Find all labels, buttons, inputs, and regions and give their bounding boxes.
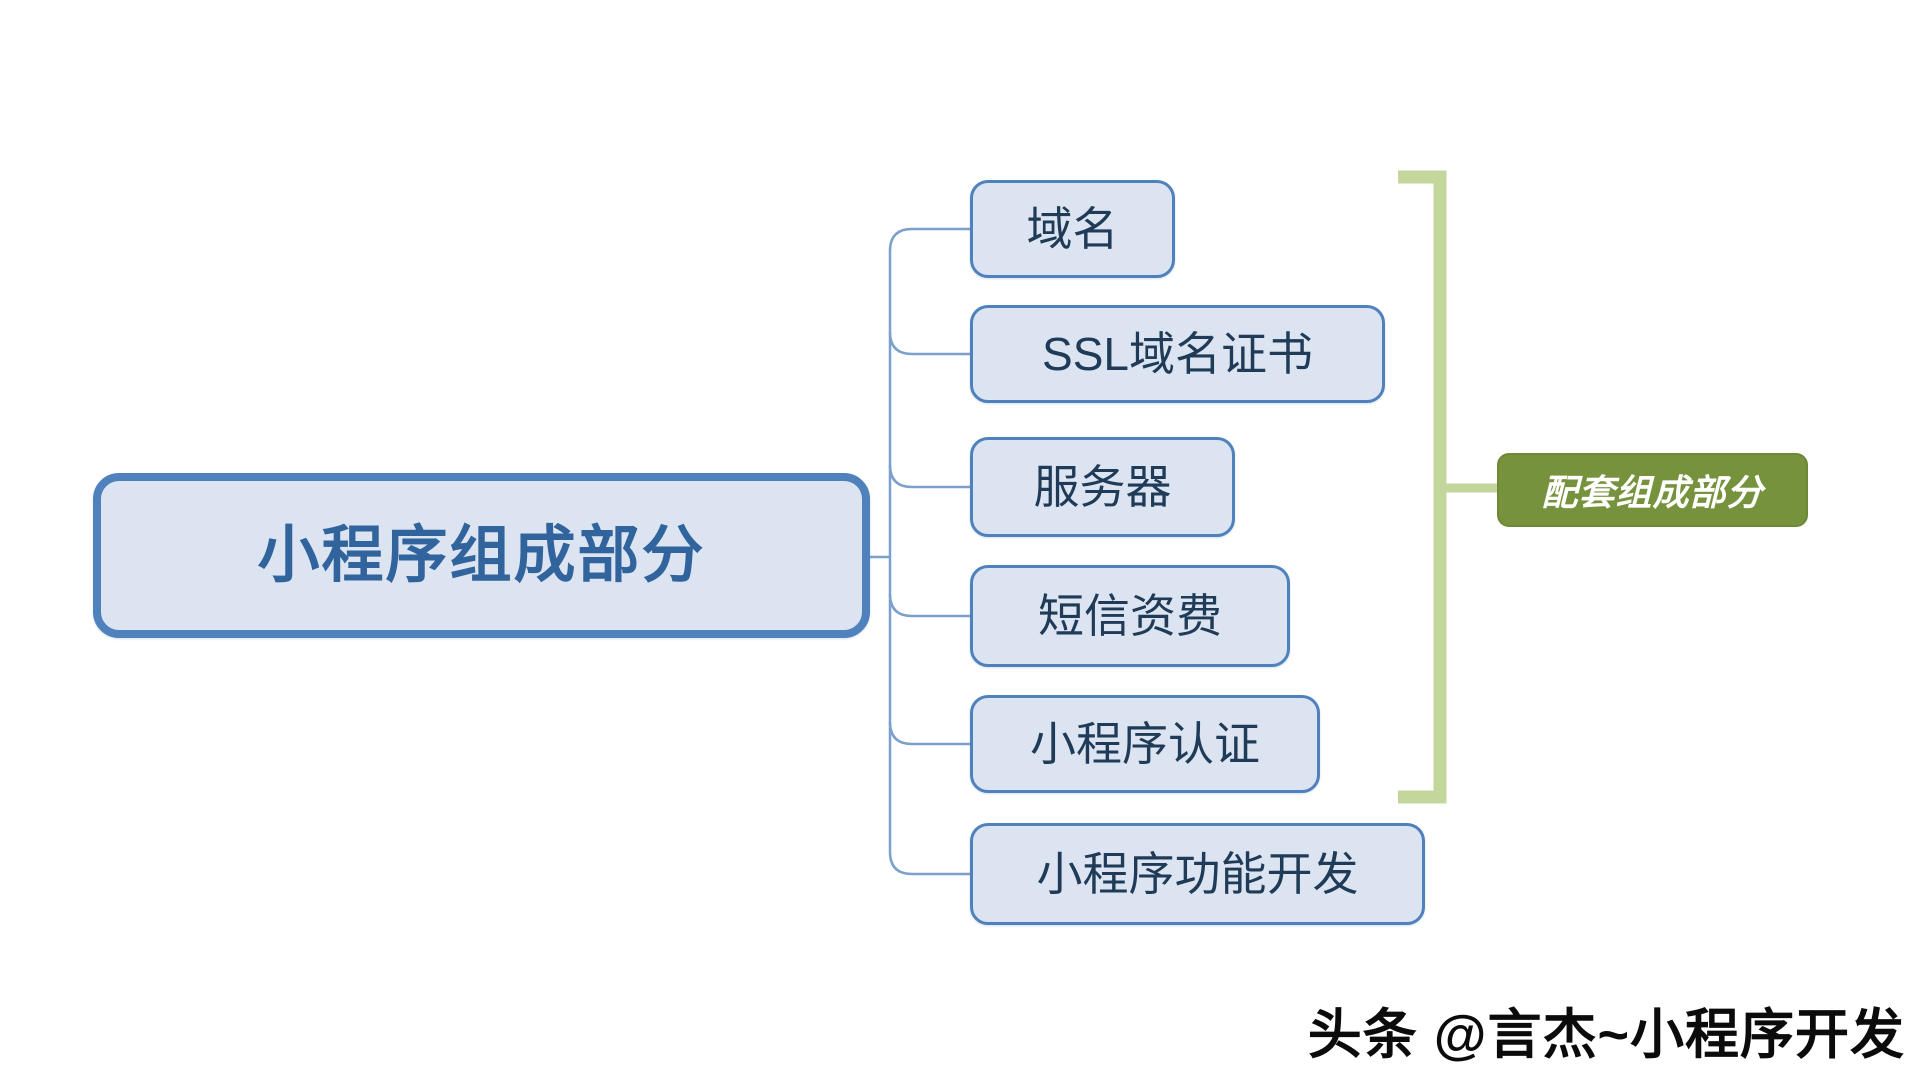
group-badge[interactable]: 配套组成部分 bbox=[1497, 453, 1808, 527]
child-node-label: 小程序功能开发 bbox=[1036, 848, 1359, 900]
root-node-label: 小程序组成部分 bbox=[257, 520, 706, 590]
child-node-label: 短信资费 bbox=[1038, 590, 1222, 642]
branch-line-child2 bbox=[888, 331, 970, 356]
child-node-label: 域名 bbox=[1026, 203, 1119, 255]
branch-line-child5 bbox=[888, 721, 970, 746]
trunk-connector-line bbox=[888, 227, 970, 876]
child-node-label: 小程序认证 bbox=[1030, 718, 1260, 770]
child-node-server[interactable]: 服务器 bbox=[970, 437, 1235, 537]
child-node-label: SSL域名证书 bbox=[1042, 328, 1313, 380]
branch-line-child4 bbox=[888, 593, 970, 618]
child-node-label: 服务器 bbox=[1033, 461, 1172, 513]
child-node-domain[interactable]: 域名 bbox=[970, 180, 1175, 278]
watermark-text: 头条 @言杰~小程序开发 bbox=[1307, 1005, 1905, 1065]
branch-line-child3 bbox=[888, 464, 970, 489]
root-node[interactable]: 小程序组成部分 bbox=[93, 473, 870, 638]
group-badge-label: 配套组成部分 bbox=[1541, 472, 1764, 513]
child-node-ssl-certificate[interactable]: SSL域名证书 bbox=[970, 305, 1385, 403]
child-node-sms-fee[interactable]: 短信资费 bbox=[970, 565, 1290, 667]
child-node-miniprogram-certification[interactable]: 小程序认证 bbox=[970, 695, 1320, 793]
group-bracket bbox=[1398, 170, 1447, 804]
child-node-feature-development[interactable]: 小程序功能开发 bbox=[970, 823, 1425, 925]
